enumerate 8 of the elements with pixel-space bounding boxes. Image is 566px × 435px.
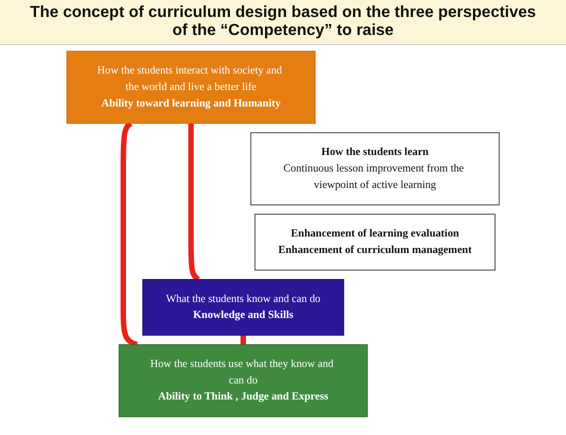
node-box [254, 214, 496, 270]
connector [240, 333, 246, 347]
node-box [250, 132, 500, 206]
title: The concept of curriculum design based on the three perspectives of the “Competency” to raise [0, 0, 566, 45]
node-box [142, 279, 344, 336]
node-box [66, 50, 316, 124]
diagram: How the students interact with society and the world and live a better life Ability toward learning and Humanity How the students learn Continuous lesson improvement from the viewpoint of active learning Enhancement of learning evaluation Enhancement of curriculum management What the students know and can do Knowledge and Skills How the students use what they know and can do Ability to Think , Judge and Express [0, 45, 566, 423]
node-box [118, 344, 368, 418]
